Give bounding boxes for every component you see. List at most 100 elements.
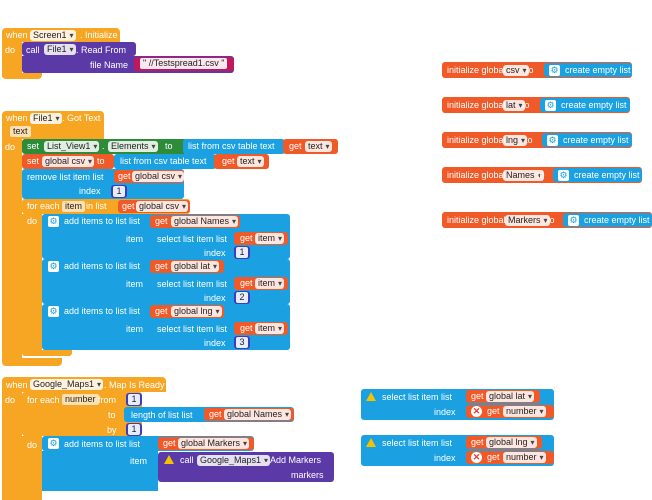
init-global-label: initialize global <box>447 135 506 145</box>
create-empty-list-block[interactable] <box>540 98 630 112</box>
item-label: item <box>126 234 144 244</box>
global-lat-dropdown[interactable]: global lat <box>486 391 535 402</box>
from-value[interactable]: 1 <box>128 394 140 405</box>
add-items-label: add items to list list <box>64 306 141 316</box>
by-value[interactable]: 1 <box>128 424 140 435</box>
gear-icon[interactable]: ⚙ <box>549 65 560 76</box>
read-from-method: . Read From <box>76 45 127 55</box>
index-label: index <box>434 453 456 463</box>
init-global-label: initialize global <box>447 170 506 180</box>
global-lat-dropdown[interactable]: global lat <box>171 261 220 272</box>
gear-icon[interactable]: ⚙ <box>545 100 556 111</box>
get-label: get <box>155 216 168 226</box>
gear-icon[interactable]: ⚙ <box>568 215 579 226</box>
gear-icon[interactable]: ⚙ <box>547 135 558 146</box>
gear-icon[interactable]: ⚙ <box>48 216 59 227</box>
global-names-dropdown[interactable]: global Names <box>224 409 292 420</box>
index-value[interactable]: 3 <box>236 337 248 348</box>
to-label: to <box>526 65 534 75</box>
text-param[interactable]: text <box>10 126 31 137</box>
select-list-item-label: select list item list <box>382 392 453 402</box>
elements-property-dropdown[interactable]: Elements <box>108 141 158 152</box>
create-empty-list-block[interactable] <box>542 133 632 147</box>
list-from-csv-block[interactable] <box>183 139 285 154</box>
index-label: index <box>79 186 101 196</box>
get-label: get <box>289 141 302 151</box>
foreach-number-var[interactable]: number <box>62 394 99 405</box>
event-name: . Got Text <box>62 113 101 123</box>
index-label: index <box>434 407 456 417</box>
error-icon[interactable]: ✕ <box>471 452 482 463</box>
create-empty-list-label: create empty list <box>584 215 650 225</box>
get-label: get <box>118 171 131 181</box>
global-csv-dropdown[interactable]: global csv <box>132 171 185 182</box>
item-label: item <box>126 279 144 289</box>
index-value[interactable]: 1 <box>236 247 248 258</box>
warning-icon[interactable] <box>366 438 376 447</box>
to-label: to <box>525 135 533 145</box>
length-of-list-label: length of list list <box>131 410 193 420</box>
add-markers-method: . Add Markers <box>265 455 322 465</box>
index-label: index <box>204 293 226 303</box>
gear-icon[interactable]: ⚙ <box>48 261 59 272</box>
create-empty-list-block[interactable] <box>563 213 652 227</box>
event-footer <box>2 358 62 366</box>
init-global-label: initialize global <box>447 65 506 75</box>
create-empty-list-block[interactable] <box>544 63 632 77</box>
file1-component-dropdown[interactable]: File1 <box>30 113 62 124</box>
add-items-label: add items to list list <box>64 439 141 449</box>
text-var-dropdown[interactable]: text <box>305 141 332 152</box>
maps-component-dropdown[interactable]: Google_Maps1 <box>30 379 104 390</box>
item-label: item <box>130 456 148 466</box>
remove-index-value[interactable]: 1 <box>113 186 125 197</box>
item-var-dropdown[interactable]: item <box>255 278 285 289</box>
list-from-csv-label: list from csv table text <box>188 141 275 151</box>
text-var-dropdown[interactable]: text <box>237 156 264 167</box>
for-each-label: for each <box>27 395 60 405</box>
gear-icon[interactable]: ⚙ <box>558 170 569 181</box>
item-var-dropdown[interactable]: item <box>255 233 285 244</box>
warning-icon[interactable] <box>366 392 376 401</box>
item-var-dropdown[interactable]: item <box>255 323 285 334</box>
gear-icon[interactable]: ⚙ <box>48 306 59 317</box>
number-var-dropdown[interactable]: number <box>503 452 546 463</box>
screen1-component-dropdown[interactable]: Screen1 <box>30 30 76 41</box>
file-name-text-field[interactable]: " //Testspread1.csv " <box>140 58 228 69</box>
global-name-field[interactable]: csv <box>503 65 529 76</box>
warning-icon[interactable] <box>164 455 174 464</box>
by-label: by <box>107 425 117 435</box>
add-items-label: add items to list list <box>64 261 141 271</box>
error-icon[interactable]: ✕ <box>471 406 482 417</box>
global-name-field[interactable]: Markers <box>505 215 550 226</box>
do-label: do <box>27 216 38 226</box>
global-lng-dropdown[interactable]: global lng <box>486 437 537 448</box>
get-label: get <box>471 437 484 447</box>
to-label: to <box>108 410 116 420</box>
list-from-csv-block[interactable] <box>114 154 216 169</box>
maps-component-dropdown[interactable]: Google_Maps1 <box>197 455 271 466</box>
global-name-field[interactable]: Names <box>503 170 544 181</box>
global-name-field[interactable]: lat <box>503 100 525 111</box>
listview1-component-dropdown[interactable]: List_View1 <box>44 141 100 152</box>
index-value[interactable]: 2 <box>236 292 248 303</box>
get-label: get <box>163 438 176 448</box>
global-markers-dropdown[interactable]: global Markers <box>178 438 250 449</box>
to-label: to <box>97 156 105 166</box>
get-label: get <box>471 391 484 401</box>
global-lng-dropdown[interactable]: global lng <box>171 306 222 317</box>
create-empty-list-block[interactable] <box>553 168 642 182</box>
global-name-field[interactable]: lng <box>503 135 528 146</box>
foreach-item-var[interactable]: item <box>62 201 86 212</box>
global-csv-dropdown[interactable]: global csv <box>42 156 95 167</box>
file1-component-dropdown[interactable]: File1 <box>44 44 76 55</box>
global-csv-dropdown[interactable]: global csv <box>136 201 189 212</box>
call-label: call <box>26 45 40 55</box>
call-label: call <box>180 455 194 465</box>
global-names-dropdown[interactable]: global Names <box>171 216 239 227</box>
number-var-dropdown[interactable]: number <box>503 406 546 417</box>
gear-icon[interactable]: ⚙ <box>48 438 59 449</box>
to-label: to <box>522 100 530 110</box>
to-label: to <box>547 215 555 225</box>
create-empty-list-label: create empty list <box>561 100 627 110</box>
event-name: . Initialize <box>80 30 118 40</box>
